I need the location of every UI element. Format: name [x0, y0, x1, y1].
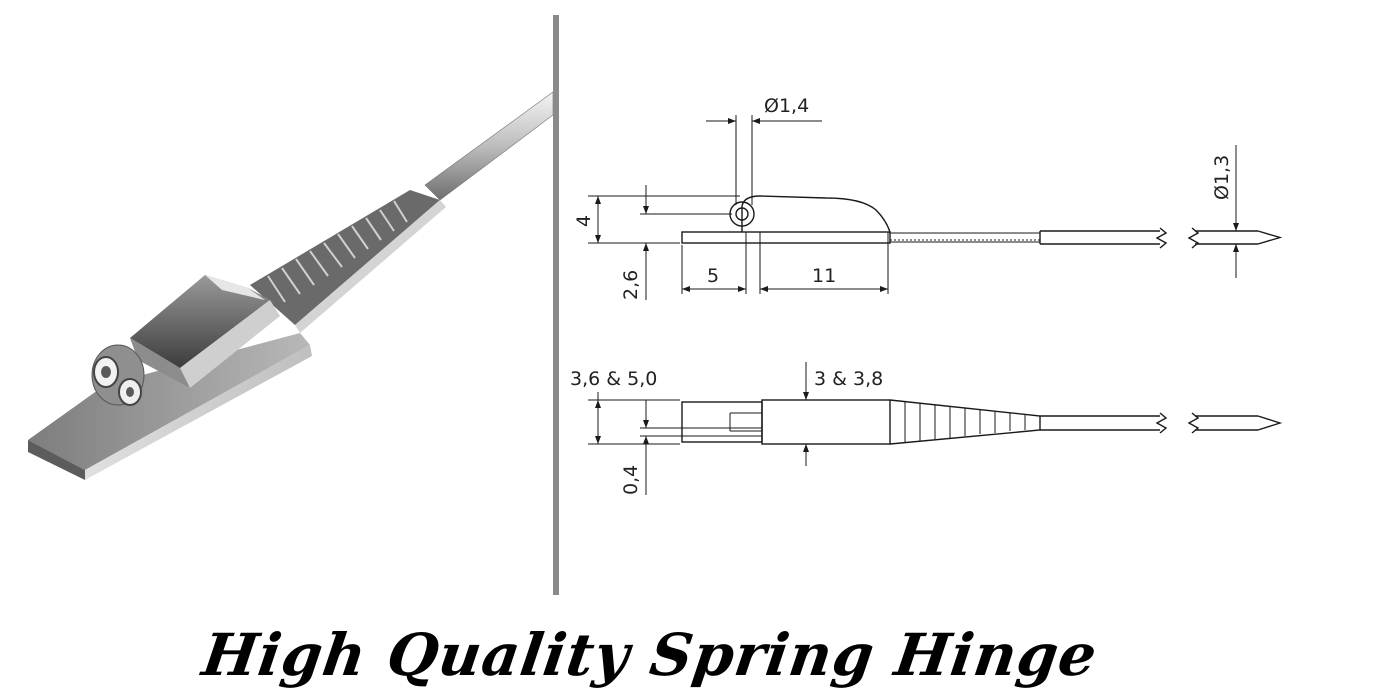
dimension-width-options: 3,6 & 5,0 — [570, 368, 657, 390]
hinge-body — [130, 275, 270, 368]
wire-rod — [424, 91, 554, 201]
dimension-offset: 5 — [707, 265, 719, 287]
caption: High Quality Spring Hinge — [196, 620, 1102, 689]
spring-ribs — [267, 200, 408, 303]
side-view-drawing — [588, 115, 1283, 300]
dimension-plate-thickness: 2,6 — [620, 270, 642, 300]
top-view-drawing — [588, 362, 1283, 495]
hinge-knuckle — [91, 344, 145, 406]
dimension-pin-diameter: Ø1,4 — [764, 95, 809, 117]
tapered-spring-section — [250, 190, 440, 325]
hinge-3d-render — [28, 91, 554, 480]
dimension-wire-diameter: Ø1,3 — [1211, 155, 1233, 200]
dimension-body-width-options: 3 & 3,8 — [814, 368, 883, 390]
dimension-height: 4 — [573, 215, 595, 227]
dimension-body-length: 11 — [812, 265, 836, 287]
top-view-ribs — [904, 402, 1026, 442]
base-plate-top — [28, 333, 310, 470]
vertical-divider — [553, 15, 559, 595]
dimension-gap: 0,4 — [620, 465, 642, 495]
base-plate-edge — [28, 440, 85, 480]
